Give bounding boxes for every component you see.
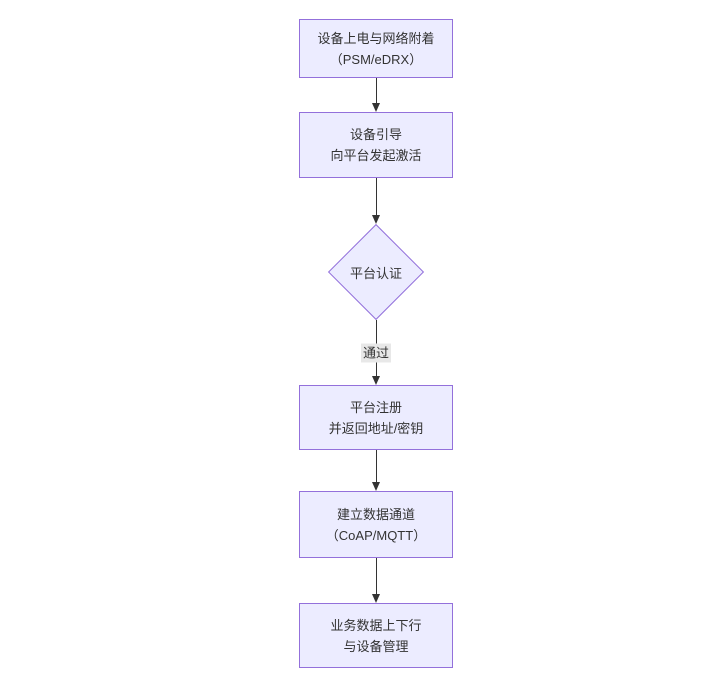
decision-platform-auth: 平台认证 bbox=[326, 223, 427, 321]
node-text-line: 并返回地址/密钥 bbox=[328, 420, 424, 436]
node-platform-register: 平台注册 并返回地址/密钥 bbox=[299, 385, 453, 450]
node-text-line: 业务数据上下行 bbox=[330, 617, 422, 633]
node-text-line: 建立数据通道 bbox=[336, 506, 415, 522]
node-power-network-attach: 设备上电与网络附着 （PSM/eDRX） bbox=[299, 19, 453, 78]
node-text-line: 平台注册 bbox=[349, 399, 402, 415]
edge-label-pass: 通过 bbox=[360, 343, 392, 362]
node-text-line: 向平台发起激活 bbox=[330, 148, 422, 163]
arrow-down-icon: 通过 bbox=[360, 320, 392, 385]
node-device-bootstrap: 设备引导 向平台发起激活 bbox=[299, 112, 453, 178]
node-data-channel: 建立数据通道 （CoAP/MQTT） bbox=[299, 491, 453, 558]
node-text-line: （CoAP/MQTT） bbox=[325, 527, 427, 543]
arrow-down-icon bbox=[370, 558, 382, 603]
arrow-down-icon bbox=[370, 450, 382, 491]
node-text-line: （PSM/eDRX） bbox=[329, 51, 423, 67]
node-business-data: 业务数据上下行 与设备管理 bbox=[299, 603, 453, 668]
node-text-line: 平台认证 bbox=[349, 265, 402, 281]
flowchart: 设备上电与网络附着 （PSM/eDRX） 设备引导 向平台发起激活 平台认证 通… bbox=[296, 19, 456, 668]
node-text-line: 设备引导 bbox=[349, 127, 402, 142]
arrow-down-icon bbox=[370, 78, 382, 112]
arrow-down-icon bbox=[370, 178, 382, 224]
node-text-line: 与设备管理 bbox=[343, 638, 409, 654]
node-text-line: 设备上电与网络附着 bbox=[317, 30, 435, 46]
